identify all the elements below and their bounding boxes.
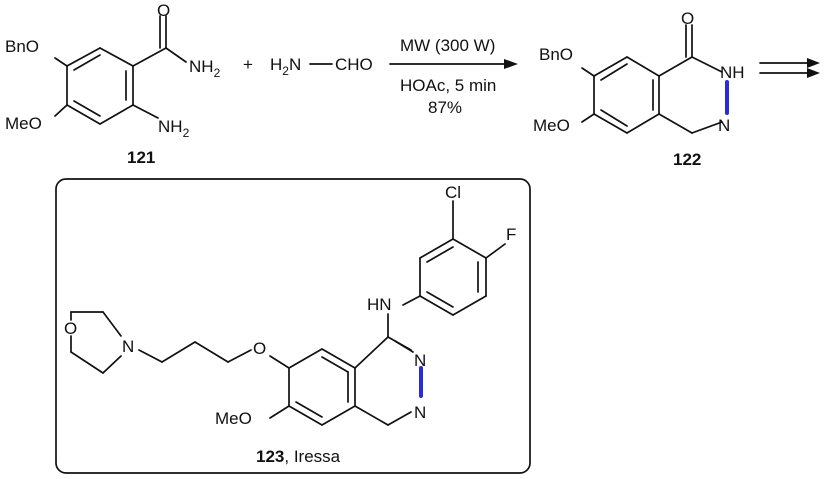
compound-122-nh: NH — [720, 63, 745, 82]
compound-121-methoxy: MeO — [5, 114, 42, 133]
compound-123-n1: N — [414, 403, 426, 422]
plus-sign: + — [243, 55, 253, 74]
reaction-arrow — [389, 59, 518, 69]
compound-123-morpholine — [70, 311, 122, 374]
formamide-cho: CHO — [335, 55, 373, 74]
compound-121-carbonyl-o: O — [157, 1, 170, 20]
compound-123-frame — [55, 178, 531, 474]
compound-122-benzyloxy: BnO — [539, 45, 573, 64]
compound-123-fluorine: F — [506, 225, 516, 244]
compound-123-quinazoline — [269, 313, 423, 426]
compound-122-carbonyl-o: O — [681, 9, 694, 28]
compound-121-benzyloxy: BnO — [5, 37, 39, 56]
formamide-reagent: H2N CHO — [270, 55, 373, 78]
compound-123: Cl F HN N N O MeO — [64, 183, 516, 466]
compound-123-morpholine-n: N — [122, 337, 134, 356]
compound-123-n3: N — [414, 351, 426, 370]
compound-122-methoxy: MeO — [533, 116, 570, 135]
compound-123-morpholine-o: O — [64, 319, 77, 338]
compound-121-label: 121 — [127, 148, 155, 167]
compound-122: O NH N BnO MeO 122 — [533, 9, 745, 169]
compound-123-aniline-ring — [402, 200, 506, 316]
compound-123-propyl-chain — [138, 341, 252, 363]
compound-123-anilino-nh: HN — [367, 295, 392, 314]
compound-123-label: 123, Iressa — [256, 447, 341, 466]
compound-121-amide-nh2: NH2 — [189, 57, 221, 80]
compound-121-amine-nh2: NH2 — [158, 117, 190, 140]
compound-122-label: 122 — [673, 150, 701, 169]
compound-123-chlorine: Cl — [445, 183, 461, 202]
compound-121-ring — [66, 47, 134, 125]
compound-123-ether-oxygen: O — [253, 339, 266, 358]
compound-123-methoxy: MeO — [215, 409, 252, 428]
multistep-arrows — [759, 58, 820, 78]
formamide-amine: H2N — [270, 55, 301, 78]
condition-yield: 87% — [428, 98, 462, 117]
compound-122-benzene-ring — [593, 56, 660, 134]
condition-solvent-time: HOAc, 5 min — [400, 76, 496, 95]
compound-122-n: N — [718, 116, 730, 135]
compound-121: O NH2 NH2 BnO MeO 121 — [5, 1, 221, 167]
condition-microwave: MW (300 W) — [400, 36, 495, 55]
